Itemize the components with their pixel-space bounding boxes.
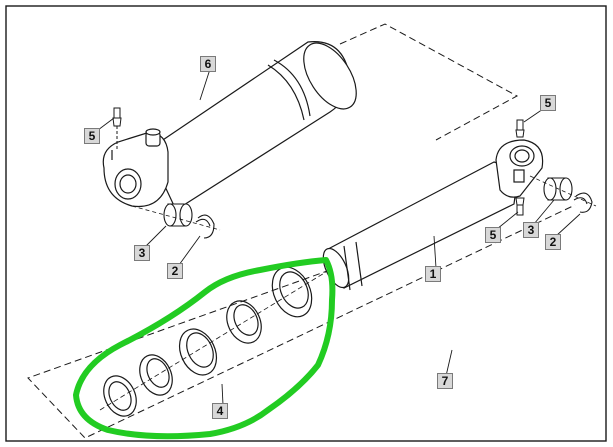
grease-fitting-rod-top [515,119,525,138]
cylinder-barrel [102,41,357,211]
bushing-rod [543,177,573,201]
callout-1: 1 [425,266,441,282]
snap-ring-rod [573,192,593,213]
callout-3-barrel: 3 [134,245,150,261]
grease-fitting-barrel [112,107,122,150]
callout-5-rod-bottom: 5 [485,227,501,243]
callout-5-barrel: 5 [84,128,100,144]
callout-5-rod-top: 5 [540,95,556,111]
bushing-barrel [163,203,193,227]
callout-4: 4 [212,403,228,419]
frame-border [5,5,607,442]
assembly-axis-rod [529,175,597,207]
grease-fitting-rod-bottom [515,197,525,216]
callout-3-rod: 3 [523,222,539,238]
callout-6: 6 [200,56,216,72]
callout-7: 7 [437,373,453,389]
leader-lines [97,65,581,406]
assembly-axis-seals [99,271,327,411]
seal-kit-highlight [73,257,336,440]
snap-ring-barrel [195,214,215,239]
callout-2-rod: 2 [545,234,561,250]
callout-2-barrel: 2 [167,263,183,279]
piston-rod [322,139,544,291]
assembly-axis-barrel [131,205,221,231]
